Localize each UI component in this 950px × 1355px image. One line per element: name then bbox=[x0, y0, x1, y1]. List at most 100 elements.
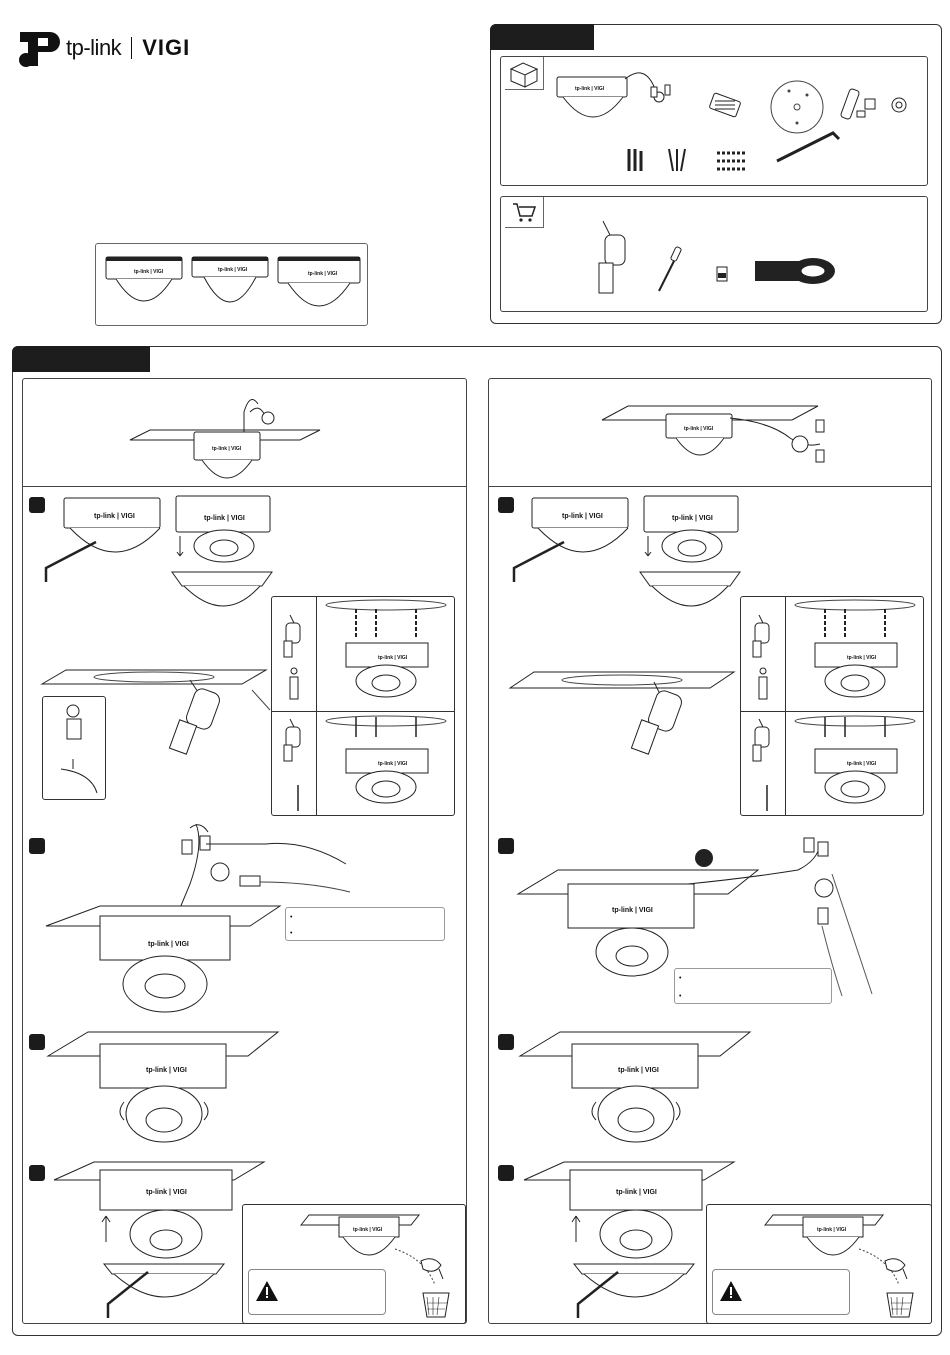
svg-text:tp-link | VIGI: tp-link | VIGI bbox=[672, 515, 713, 522]
installation-tab bbox=[12, 346, 150, 372]
remove-protective-film-illustration-left: tp-link | VIGI bbox=[299, 1214, 450, 1318]
wall-mount-overview-illustration: tp-link | VIGI bbox=[601, 405, 825, 463]
step-3-adjust-lens-illustration: tp-link | VIGI bbox=[46, 1031, 280, 1143]
step-3-badge-right bbox=[498, 1034, 514, 1050]
step-4-remove-film-panel-left: tp-link | VIGI bbox=[242, 1204, 466, 1324]
anchors-illustration bbox=[627, 149, 643, 171]
note-bullet-4: • bbox=[679, 993, 682, 1000]
svg-text:tp-link | VIGI: tp-link | VIGI bbox=[378, 655, 408, 661]
svg-text:tp-link | VIGI: tp-link | VIGI bbox=[575, 86, 605, 92]
step-2-note-right: • • bbox=[674, 968, 832, 1004]
anchor-mount-illustration: tp-link | VIGI bbox=[325, 599, 447, 698]
svg-text:tp-link | VIGI: tp-link | VIGI bbox=[148, 941, 189, 948]
step-1-drill-detail-panel bbox=[42, 696, 106, 800]
svg-text:tp-link | VIGI: tp-link | VIGI bbox=[146, 1189, 187, 1196]
hex-wrench-illustration bbox=[776, 131, 841, 163]
note-bullet-2: • bbox=[290, 930, 293, 937]
waterproof-connector-illustration bbox=[709, 92, 741, 118]
step-4-remove-film-panel-right: tp-link | VIGI bbox=[706, 1204, 932, 1324]
ceiling-mount-header-divider bbox=[22, 486, 467, 487]
camera-model-2-illustration: tp-link | VIGI bbox=[191, 256, 269, 303]
camera-2-label: tp-link | VIGI bbox=[218, 267, 248, 273]
svg-text:tp-link | VIGI: tp-link | VIGI bbox=[618, 1067, 659, 1074]
step-1-badge bbox=[29, 497, 45, 513]
detail-connector-line-left bbox=[251, 689, 271, 711]
step-4-badge-right bbox=[498, 1165, 514, 1181]
step-3-badge bbox=[29, 1034, 45, 1050]
step-2-connect-cables-illustration-right: tp-link | VIGI bbox=[516, 837, 873, 997]
step-2-connect-cables-illustration: tp-link | VIGI bbox=[45, 823, 351, 1013]
svg-text:tp-link | VIGI: tp-link | VIGI bbox=[847, 655, 877, 661]
svg-text:tp-link | VIGI: tp-link | VIGI bbox=[562, 513, 603, 520]
screwdriver-illustration bbox=[658, 246, 682, 292]
spare-screws-illustration bbox=[717, 151, 745, 171]
drill-small-icon-4 bbox=[752, 718, 770, 811]
micro-sd-card-illustration bbox=[716, 266, 728, 282]
package-contents-tab bbox=[490, 24, 594, 50]
step-1-loosen-dome-illustration-right: tp-link | VIGI bbox=[512, 497, 629, 582]
step-4-attach-dome-illustration: tp-link | VIGI bbox=[53, 1161, 266, 1318]
drill-illustration bbox=[598, 220, 626, 294]
camera-with-cable-illustration: tp-link | VIGI bbox=[556, 72, 671, 118]
mounting-options-panel-right: tp-link | VIGI tp-link | VIGI bbox=[740, 596, 924, 816]
svg-text:tp-link | VIGI: tp-link | VIGI bbox=[146, 1067, 187, 1074]
screw-mount-illustration: tp-link | VIGI bbox=[325, 715, 447, 804]
step-1-remove-dome-illustration: tp-link | VIGI bbox=[171, 495, 273, 607]
warning-triangle-icon bbox=[256, 1281, 278, 1301]
svg-text:tp-link | VIGI: tp-link | VIGI bbox=[94, 513, 135, 520]
package-items-panel: tp-link | VIGI bbox=[500, 56, 928, 186]
camera-model-3-illustration: tp-link | VIGI bbox=[277, 256, 361, 307]
screw-mount-illustration-right: tp-link | VIGI bbox=[794, 715, 916, 804]
note-bullet-3: • bbox=[679, 975, 682, 982]
camera-3-label: tp-link | VIGI bbox=[308, 271, 338, 277]
wall-mount-header-divider bbox=[488, 486, 932, 487]
remove-protective-film-illustration-right: tp-link | VIGI bbox=[763, 1214, 914, 1318]
cart-icon bbox=[505, 197, 544, 228]
svg-text:tp-link | VIGI: tp-link | VIGI bbox=[204, 515, 245, 522]
mounting-options-panel: tp-link | VIGI tp-link | VIGI bbox=[271, 596, 455, 816]
step-2-badge bbox=[29, 838, 45, 854]
step-1-loosen-dome-illustration: tp-link | VIGI bbox=[44, 497, 161, 582]
camera-model-1-illustration: tp-link | VIGI bbox=[105, 256, 183, 302]
camera-1-label: tp-link | VIGI bbox=[134, 269, 164, 275]
step-4-badge bbox=[29, 1165, 45, 1181]
svg-text:tp-link | VIGI: tp-link | VIGI bbox=[612, 907, 653, 914]
note-bullet-1: • bbox=[290, 914, 293, 921]
logo-separator bbox=[131, 37, 133, 59]
svg-text:tp-link | VIGI: tp-link | VIGI bbox=[353, 1227, 383, 1233]
step-2-note-left: • • bbox=[285, 907, 445, 941]
waterproof-kit-illustration bbox=[840, 88, 907, 120]
svg-text:tp-link | VIGI: tp-link | VIGI bbox=[817, 1227, 847, 1233]
box-icon bbox=[505, 57, 544, 90]
package-contents-section bbox=[490, 24, 942, 324]
svg-text:tp-link | VIGI: tp-link | VIGI bbox=[616, 1189, 657, 1196]
installation-section bbox=[12, 346, 942, 1336]
warning-note-left bbox=[248, 1269, 386, 1315]
step-1-badge-right bbox=[498, 497, 514, 513]
screws-illustration bbox=[668, 148, 686, 172]
drill-small-icon-1 bbox=[283, 614, 301, 700]
svg-text:tp-link | VIGI: tp-link | VIGI bbox=[684, 426, 714, 432]
brand-name: tp-link bbox=[66, 35, 122, 60]
camera-models-panel: tp-link | VIGI tp-link | VIGI tp-link | … bbox=[95, 243, 368, 326]
step-1-drill-wall-illustration bbox=[508, 671, 736, 755]
step-3-adjust-lens-illustration-right: tp-link | VIGI bbox=[518, 1031, 752, 1143]
tp-link-logo-icon bbox=[19, 32, 60, 67]
product-line: VIGI bbox=[142, 35, 191, 60]
step-1-remove-dome-illustration-right: tp-link | VIGI bbox=[639, 495, 741, 607]
step-2-badge-right bbox=[498, 838, 514, 854]
step-1-drill-ceiling-illustration bbox=[40, 669, 268, 755]
prepare-tools-panel bbox=[500, 196, 928, 312]
drill-small-icon-2 bbox=[283, 718, 301, 811]
warning-note-right bbox=[712, 1269, 850, 1315]
ceiling-mount-overview-illustration: tp-link | VIGI bbox=[129, 399, 321, 479]
svg-text:tp-link | VIGI: tp-link | VIGI bbox=[212, 446, 242, 452]
anchor-mount-illustration-right: tp-link | VIGI bbox=[794, 599, 916, 698]
step-4-attach-dome-illustration-right: tp-link | VIGI bbox=[523, 1161, 736, 1318]
svg-text:tp-link | VIGI: tp-link | VIGI bbox=[378, 761, 408, 767]
drill-small-icon-3 bbox=[752, 614, 770, 700]
svg-text:tp-link | VIGI: tp-link | VIGI bbox=[847, 761, 877, 767]
warning-triangle-icon bbox=[720, 1281, 742, 1301]
mounting-template-illustration bbox=[770, 80, 824, 134]
tp-link-vigi-logo: tp-link VIGI bbox=[14, 26, 190, 70]
